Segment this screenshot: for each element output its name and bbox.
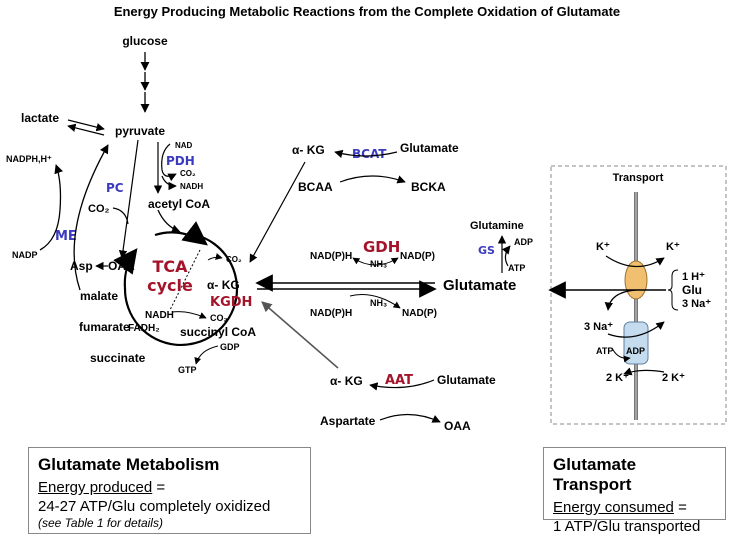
nadh-tca-label: NADH: [145, 310, 174, 321]
co2-kgdh-label: CO₂: [210, 313, 228, 323]
tca-enzyme-line1: TCA: [152, 257, 188, 276]
glutamate-bcat-label: Glutamate: [400, 141, 459, 155]
atp-gs-label: ATP: [508, 263, 525, 273]
k-plus-in: K⁺: [596, 241, 610, 253]
energy-produced-label: Energy produced: [38, 479, 153, 496]
transporter-na-k-atpase: [623, 321, 649, 365]
malate-label: malate: [80, 289, 118, 303]
co2-pdh-label: CO₂: [180, 169, 196, 178]
diagram-title: Energy Producing Metabolic Reactions fro…: [114, 4, 620, 19]
transport-title: Transport: [613, 172, 664, 184]
metabolism-box-line1: Energy produced =: [38, 478, 301, 497]
aspartate-label: Aspartate: [320, 414, 376, 428]
glutamate-metabolism-box: Glutamate Metabolism Energy produced = 2…: [28, 447, 311, 534]
transport-box-line1: Energy consumed =: [553, 498, 716, 517]
nadh-pdh-label: NADH: [180, 182, 203, 191]
gs-arrows: [497, 235, 511, 273]
bcka-label: BCKA: [411, 180, 446, 194]
oaa-tca-label: OAA: [108, 259, 135, 273]
glu-label: Glu: [682, 283, 702, 297]
metabolism-box-line2: 24-27 ATP/Glu completely oxidized: [38, 498, 271, 515]
succinate-label: succinate: [90, 351, 146, 365]
pdh-enzyme: PDH: [166, 154, 195, 168]
metabolism-box-note: (see Table 1 for details): [38, 516, 163, 530]
nadph-label: NADPH,H⁺: [6, 154, 52, 164]
transport-box-title: Glutamate Transport: [553, 455, 637, 494]
acetyl-coa-label: acetyl CoA: [148, 197, 210, 211]
k2-out-label: 2 K⁺: [662, 372, 685, 384]
nad-label: NAD: [175, 141, 193, 150]
gdh-enzyme: GDH: [363, 238, 400, 256]
glucose-label: glucose: [122, 34, 168, 48]
aat-to-tca-arrow: [261, 301, 339, 369]
bcat-arrows: [249, 149, 406, 263]
tca-enzyme-line2: cycle: [147, 276, 193, 295]
fadh2-label: FADH₂: [128, 323, 160, 334]
h-plus-label: 1 H⁺: [682, 271, 705, 283]
nadp-label: NADP: [12, 250, 38, 260]
nh3-gdh-bottom-label: NH₃: [370, 298, 387, 308]
co2-tca-label: CO₂: [226, 255, 242, 264]
gdh-arrows: [255, 274, 437, 298]
nadp-gdh-bottom-label: NAD(P): [402, 308, 437, 319]
tca-cycle-ring: [123, 233, 239, 346]
me-arrows: [39, 144, 109, 291]
aat-enzyme: AAT: [385, 373, 413, 388]
transport-box-line2: 1 ATP/Glu transported: [553, 518, 701, 535]
gs-enzyme: GS: [478, 244, 495, 257]
pc-arrows: [112, 139, 139, 259]
glutamate-aat-label: Glutamate: [437, 373, 496, 387]
asp-label: Asp: [70, 259, 93, 273]
k-plus-out: K⁺: [666, 241, 680, 253]
bcat-enzyme: BCAT: [352, 147, 387, 161]
lactate-label: lactate: [21, 111, 59, 125]
glutamate-transport-box: Glutamate Transport Energy consumed = 1 …: [543, 447, 726, 535]
metabolism-equals: =: [152, 479, 166, 496]
pc-enzyme: PC: [106, 181, 124, 195]
na-in-label: 3 Na⁺: [682, 298, 711, 310]
pyruvate-label: pyruvate: [115, 124, 165, 138]
glutamine-label: Glutamine: [470, 220, 524, 232]
metabolism-box-title: Glutamate Metabolism: [38, 455, 220, 474]
transport-equals: =: [673, 499, 687, 516]
adp-gs-label: ADP: [514, 237, 533, 247]
adp-transport-label: ADP: [626, 346, 645, 356]
nadp-gdh-label: NAD(P): [400, 251, 435, 262]
gdp-label: GDP: [220, 342, 240, 352]
me-enzyme: ME: [55, 229, 77, 244]
nadph-gdh-label: NAD(P)H: [310, 251, 352, 262]
pdh-arrows: [153, 142, 177, 194]
aat-arrows: [369, 379, 441, 423]
co2-pc-label: CO₂: [88, 203, 110, 215]
fumarate-label: fumarate: [79, 320, 130, 334]
oaa-aat-label: OAA: [444, 419, 471, 433]
na-out-label: 3 Na⁺: [584, 321, 613, 333]
succinyl-coa-label: succinyl CoA: [180, 325, 256, 339]
alpha-kg-tca-label: α- KG: [207, 278, 240, 292]
kgdh-enzyme: KGDH: [210, 295, 252, 310]
lactate-pyruvate-arrows: [67, 119, 105, 136]
atp-transport-label: ATP: [596, 346, 613, 356]
energy-consumed-label: Energy consumed: [553, 499, 674, 516]
alpha-kg-bcat-label: α- KG: [292, 143, 325, 157]
alpha-kg-aat-label: α- KG: [330, 374, 363, 388]
glutamate-main-label: Glutamate: [443, 277, 516, 294]
nadph-gdh-bottom-label: NAD(P)H: [310, 308, 352, 319]
bcaa-label: BCAA: [298, 180, 333, 194]
gtp-label: GTP: [178, 365, 197, 375]
